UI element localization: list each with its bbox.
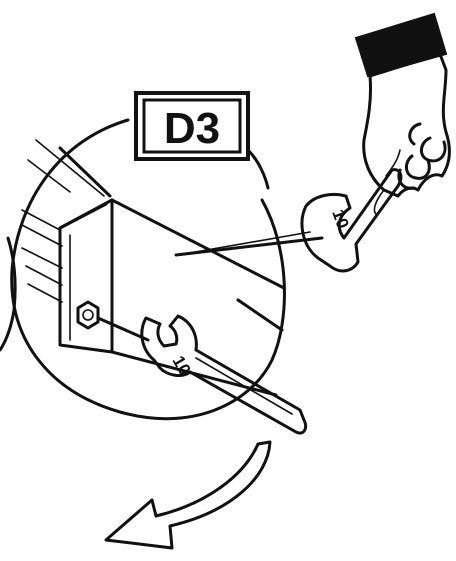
hex-bolt-icon [78, 302, 98, 328]
step-label-box: D3 [136, 93, 248, 159]
hand-wrench: 10 [302, 170, 401, 271]
rotation-arrow-icon [106, 442, 270, 548]
step-label: D3 [164, 104, 220, 153]
rail-profile [22, 140, 110, 302]
hand-holding-wrench-icon [356, 14, 449, 214]
detail-circle [12, 120, 285, 419]
tube-leader-line [176, 238, 322, 255]
